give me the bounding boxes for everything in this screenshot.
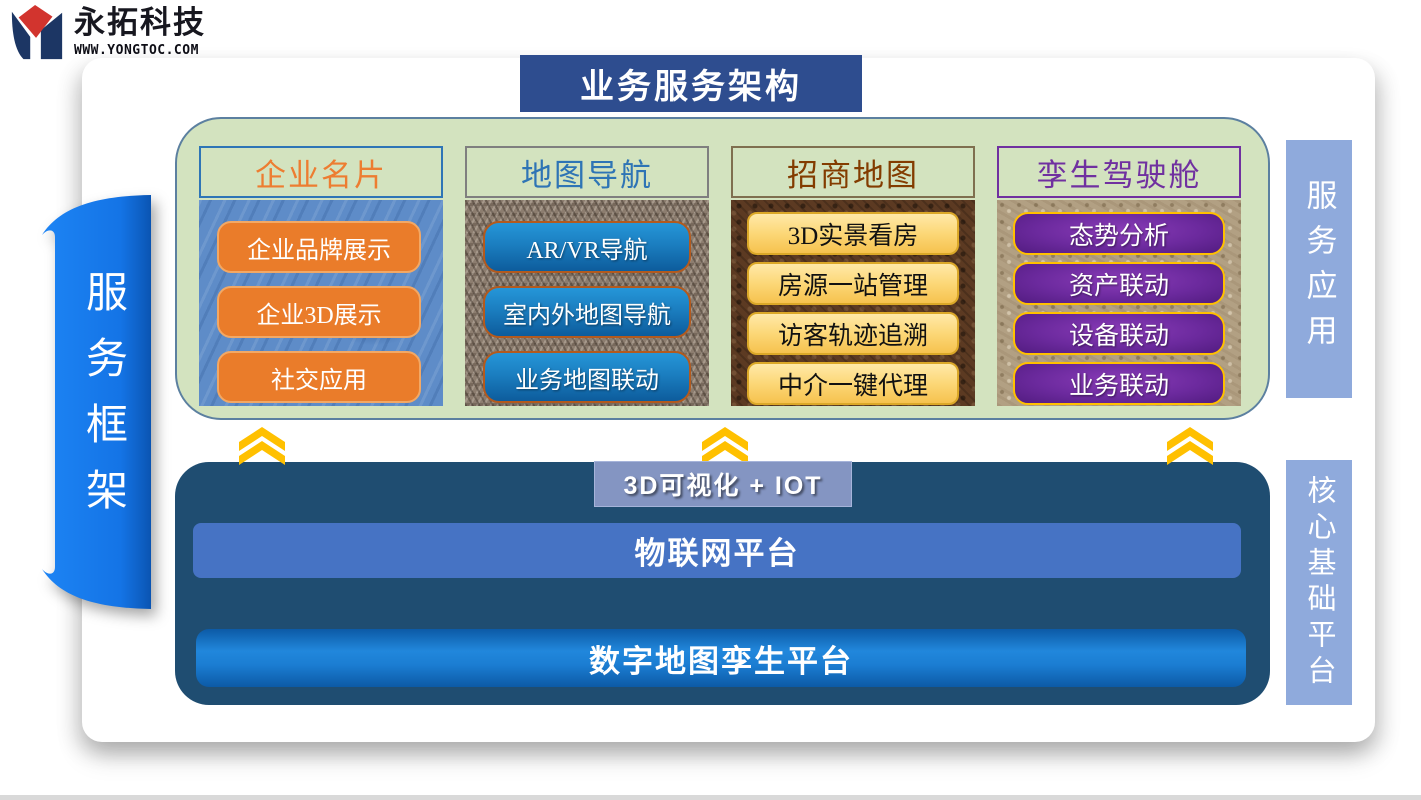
diagram-title: 业务服务架构 [520, 55, 862, 112]
side-label-text: 核心基础平台 [1303, 474, 1335, 691]
side-label-core-platform: 核心基础平台 [1286, 460, 1352, 705]
service-item-button: 访客轨迹追溯 [747, 312, 959, 355]
screen-edge-strip [0, 795, 1421, 800]
service-item-button: 企业3D展示 [217, 286, 421, 338]
side-label-service-application: 服务应用 [1286, 140, 1352, 398]
service-item-button: 社交应用 [217, 351, 421, 403]
service-framework-ribbon-icon [42, 195, 151, 609]
service-item-button: 业务联动 [1013, 362, 1225, 405]
panel-enterprise-card: 企业品牌展示 企业3D展示 社交应用 [199, 200, 443, 406]
service-item-button: AR/VR导航 [483, 221, 691, 273]
chevron-up-icon [239, 427, 285, 465]
platform-bar-digital-map-twin: 数字地图孪生平台 [196, 629, 1246, 687]
left-banner-label: 服务框架 [79, 270, 126, 534]
column-header-enterprise-card: 企业名片 [199, 146, 443, 198]
service-item-button: 房源一站管理 [747, 262, 959, 305]
service-item-button: 设备联动 [1013, 312, 1225, 355]
brand-name: 永拓科技 [74, 5, 206, 40]
side-label-text: 服务应用 [1301, 179, 1337, 359]
panel-map-navigation: AR/VR导航 室内外地图导航 业务地图联动 [465, 200, 709, 406]
service-item-button: 业务地图联动 [483, 351, 691, 403]
platform-bar-iot: 物联网平台 [193, 523, 1241, 578]
brand-logo-icon [11, 4, 63, 60]
panel-investment-map: 3D实景看房 房源一站管理 访客轨迹追溯 中介一键代理 [731, 200, 975, 406]
brand-block: 永拓科技 WWW.YONGTOC.COM [8, 4, 206, 62]
panel-twin-cockpit: 态势分析 资产联动 设备联动 业务联动 [997, 200, 1241, 406]
service-item-button: 3D实景看房 [747, 212, 959, 255]
chevron-up-icon [702, 427, 748, 465]
column-header-map-navigation: 地图导航 [465, 146, 709, 198]
brand-website: WWW.YONGTOC.COM [74, 43, 199, 58]
service-item-button: 资产联动 [1013, 262, 1225, 305]
service-item-button: 室内外地图导航 [483, 286, 691, 338]
column-header-twin-cockpit: 孪生驾驶舱 [997, 146, 1241, 198]
chevron-up-icon [1167, 427, 1213, 465]
left-banner: 服务框架 [55, 193, 151, 611]
service-item-button: 态势分析 [1013, 212, 1225, 255]
service-item-button: 中介一键代理 [747, 362, 959, 405]
service-item-button: 企业品牌展示 [217, 221, 421, 273]
iot-tag: 3D可视化 + IOT [594, 461, 852, 507]
column-header-investment-map: 招商地图 [731, 146, 975, 198]
